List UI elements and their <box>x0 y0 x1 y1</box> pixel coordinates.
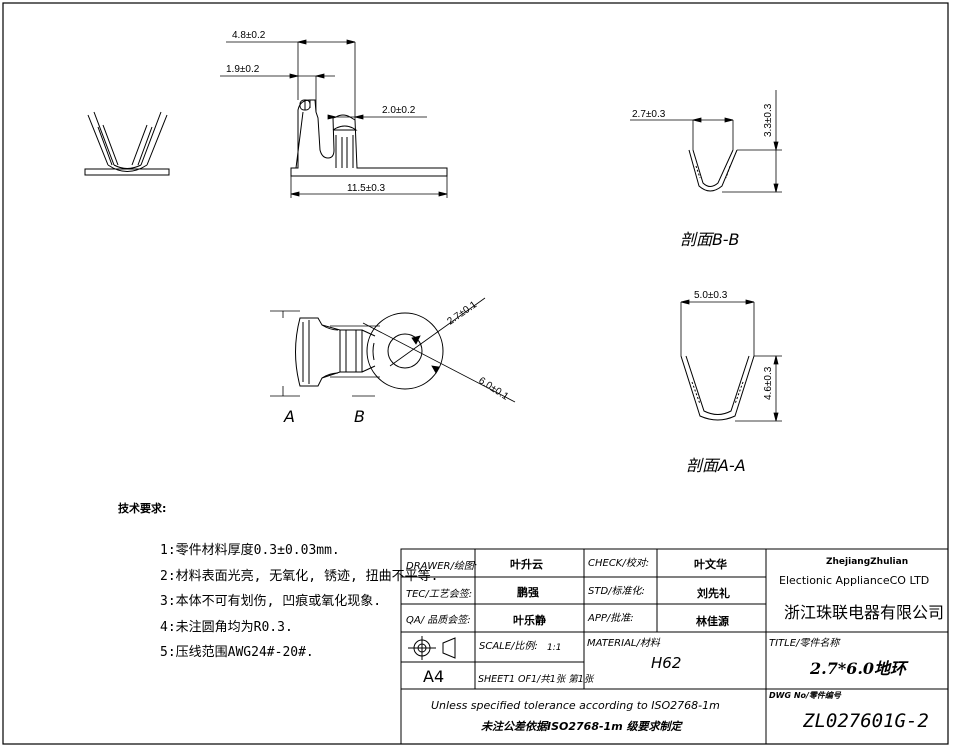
scale-value: 1:1 <box>547 643 562 653</box>
section-bb-dimensions <box>630 90 782 193</box>
dim-5-0-aa: 5.0±0.3 <box>694 290 728 301</box>
title-block-grid <box>400 548 949 745</box>
tec-label: TEC/工艺会签: <box>406 589 473 600</box>
company-name-en-1: ZhejiangZhulian <box>826 557 909 567</box>
company-name-en-2: Electionic ApplianceCO LTD <box>779 574 930 587</box>
view-marker-b: B <box>354 407 365 426</box>
material-label: MATERIAL/材料 <box>587 638 660 649</box>
front-view <box>84 111 170 176</box>
std-value: 刘先礼 <box>697 587 730 600</box>
dim-3-3-bb: 3.3±0.3 <box>763 103 774 137</box>
top-view <box>295 312 444 390</box>
section-bb-view <box>688 149 738 192</box>
dwg-value: ZL027601G-2 <box>803 710 929 732</box>
dim-1-9: 1.9±0.2 <box>226 64 260 75</box>
view-marker-a: A <box>283 407 295 426</box>
requirement-item: 5:压线范围AWG24#-20#. <box>160 645 314 660</box>
requirement-item: 3:本体不可有划伤, 凹痕或氧化现象. <box>160 594 382 609</box>
requirements-list: 1:零件材料厚度0.3±0.03mm. 2:材料表面光亮, 无氧化, 锈迹, 扭… <box>160 538 438 666</box>
requirements-title: 技术要求: <box>118 502 167 515</box>
dim-4-6-aa: 4.6±0.3 <box>763 366 774 400</box>
qa-label: QA/ 品质会签: <box>406 615 471 626</box>
section-aa-view <box>680 355 755 421</box>
company-name-cn: 浙江珠联电器有限公司 <box>784 603 945 622</box>
qa-value: 叶乐静 <box>513 614 546 627</box>
drawer-value: 叶升云 <box>510 558 543 571</box>
paper-size: A4 <box>423 667 445 686</box>
dim-4-8: 4.8±0.2 <box>232 30 266 41</box>
part-title-value: 2.7*6.0地环 <box>810 659 907 678</box>
app-label: APP/批准: <box>588 613 634 624</box>
top-view-dimensions <box>270 297 516 403</box>
material-value: H62 <box>651 654 682 672</box>
app-value: 林佳源 <box>696 615 729 628</box>
sheet-label: SHEET1 OF1/共1张 第1张 <box>478 674 594 685</box>
dim-2-0: 2.0±0.2 <box>382 105 416 116</box>
dim-2-7-bb: 2.7±0.3 <box>632 109 666 120</box>
side-view <box>290 99 448 177</box>
section-bb-label: 剖面B-B <box>680 230 739 249</box>
section-aa-dimensions <box>680 299 782 422</box>
tolerance-cn: 未注公差依据ISO2768-1m 级要求制定 <box>481 720 682 733</box>
check-label: CHECK/校对: <box>588 558 650 569</box>
check-value: 叶文华 <box>694 558 727 571</box>
tec-value: 鹏强 <box>517 586 539 599</box>
requirement-item: 2:材料表面光亮, 无氧化, 锈迹, 扭曲不平等. <box>160 568 439 584</box>
requirement-item: 1:零件材料厚度0.3±0.03mm. <box>160 543 340 558</box>
std-label: STD/标准化: <box>588 586 645 597</box>
drawer-label: DRAWER/绘图: <box>406 561 478 572</box>
requirement-item: 4:未注圆角均为R0.3. <box>160 619 293 635</box>
side-view-dimensions <box>220 39 448 198</box>
projection-symbol <box>408 636 456 660</box>
title-label: TITLE/零件名称 <box>769 638 840 649</box>
scale-label: SCALE/比例: <box>479 641 538 652</box>
dim-2-7-hole: 2.7±0.1 <box>445 299 479 327</box>
section-aa-label: 剖面A-A <box>686 456 746 475</box>
dim-6-0-ring: 6.0±0.1 <box>476 375 510 403</box>
dim-11-5: 11.5±0.3 <box>347 183 386 194</box>
dwg-label: DWG No/零件编号 <box>769 691 841 700</box>
tolerance-en: Unless specified tolerance according to … <box>431 699 720 712</box>
